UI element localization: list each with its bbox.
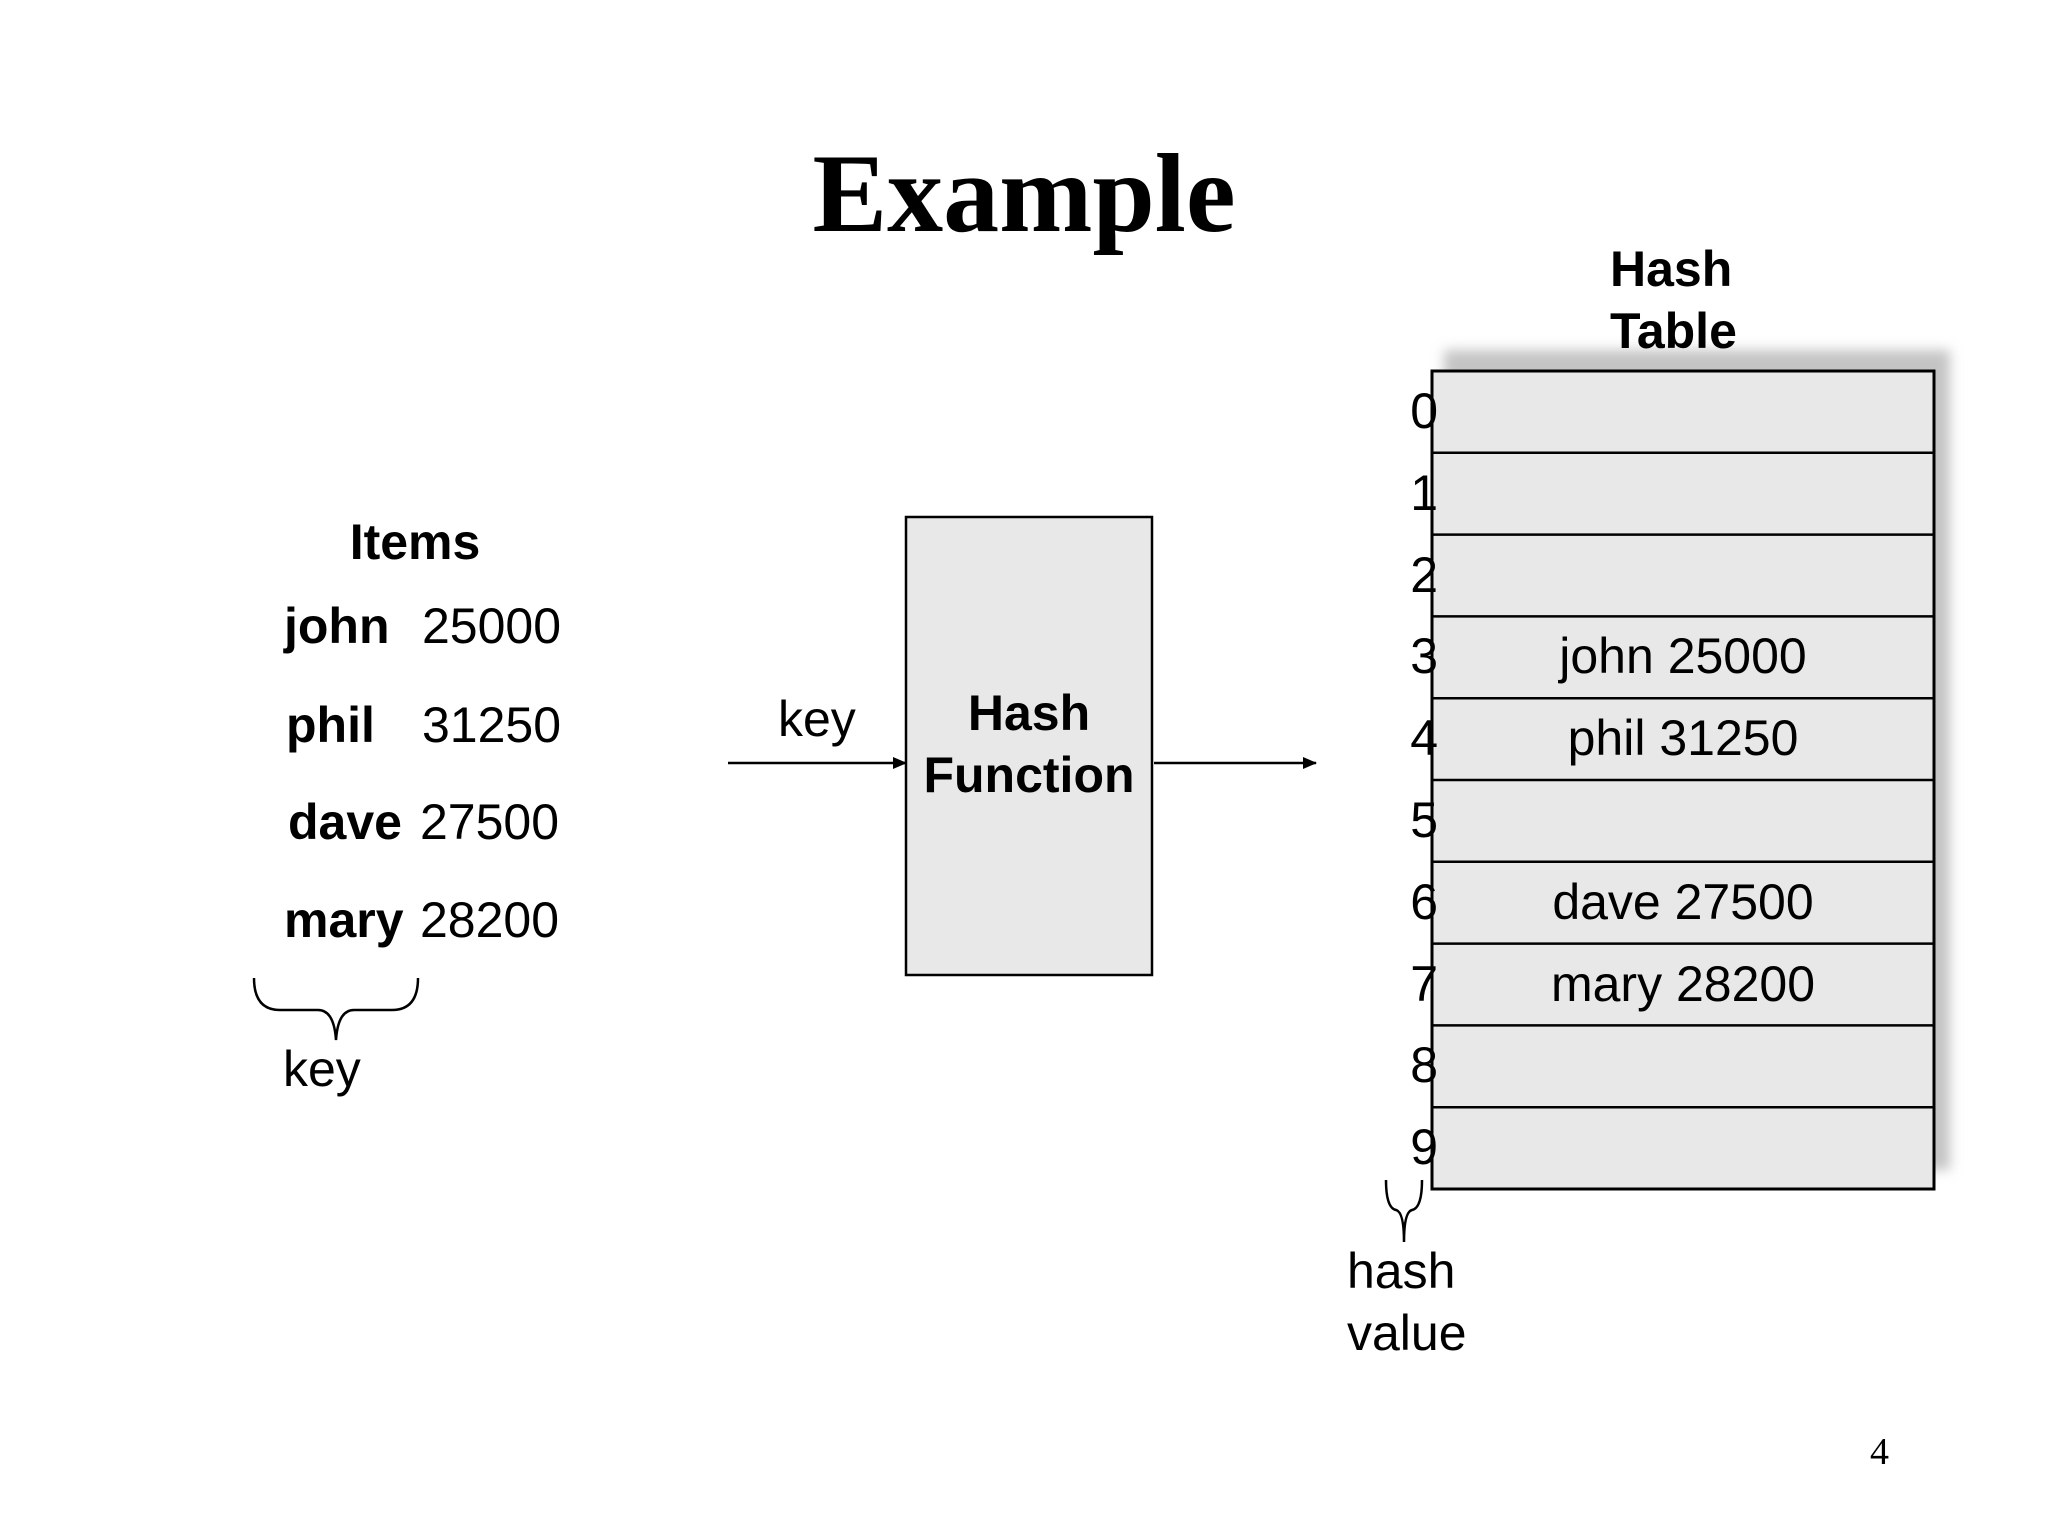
hash-table-index: 1 xyxy=(1410,464,1438,521)
hash-table-slot: mary 28200 xyxy=(1550,955,1816,1012)
hash-table-slot: john 25000 xyxy=(1559,628,1807,685)
hash-function-label-line1: Hash xyxy=(967,685,1091,741)
hash-table-index: 6 xyxy=(1410,873,1438,930)
hash-table-heading: Hash Table xyxy=(1610,238,1737,362)
hash-function-input-label: key xyxy=(778,691,856,747)
items-key-label: key xyxy=(283,1041,361,1097)
hash-table-index: 5 xyxy=(1410,791,1438,848)
hash-table-slot: phil 31250 xyxy=(1567,710,1799,767)
item-key: john xyxy=(284,598,390,654)
item-value: 25000 xyxy=(422,598,562,654)
hash-value-brace xyxy=(1384,1179,1424,1243)
hash-function-label-line2: Function xyxy=(923,747,1135,803)
page-number: 4 xyxy=(1870,1431,1889,1473)
page-title: Example xyxy=(812,132,1236,256)
hash-table-index: 4 xyxy=(1410,710,1438,767)
item-value: 31250 xyxy=(422,697,562,753)
hash-table-heading-line2: Table xyxy=(1610,303,1737,359)
hash-table-index: 7 xyxy=(1410,955,1438,1012)
hash-value-label: hash value xyxy=(1347,1240,1467,1364)
hash-function-label: Hash Function xyxy=(906,682,1152,806)
hash-table-index: 0 xyxy=(1410,382,1438,439)
hash-table-heading-line1: Hash xyxy=(1610,241,1733,297)
item-key: dave xyxy=(288,794,402,850)
item-key: mary xyxy=(284,892,404,948)
item-value: 27500 xyxy=(420,794,560,850)
hash-table-index: 9 xyxy=(1410,1119,1438,1176)
hash-table-index: 3 xyxy=(1410,628,1438,685)
items-heading: Items xyxy=(349,514,481,570)
hash-table-slot-dividers xyxy=(1432,451,1934,1109)
hash-function-box xyxy=(904,515,1154,977)
hash-table-index: 8 xyxy=(1410,1037,1438,1094)
hash-value-label-line2: value xyxy=(1347,1305,1467,1361)
hash-table-index: 2 xyxy=(1410,546,1438,603)
item-value: 28200 xyxy=(420,892,560,948)
item-key: phil xyxy=(286,697,375,753)
hash-table-slot: dave 27500 xyxy=(1552,873,1814,930)
hash-value-label-line1: hash xyxy=(1347,1243,1456,1299)
items-key-brace xyxy=(252,977,420,1041)
